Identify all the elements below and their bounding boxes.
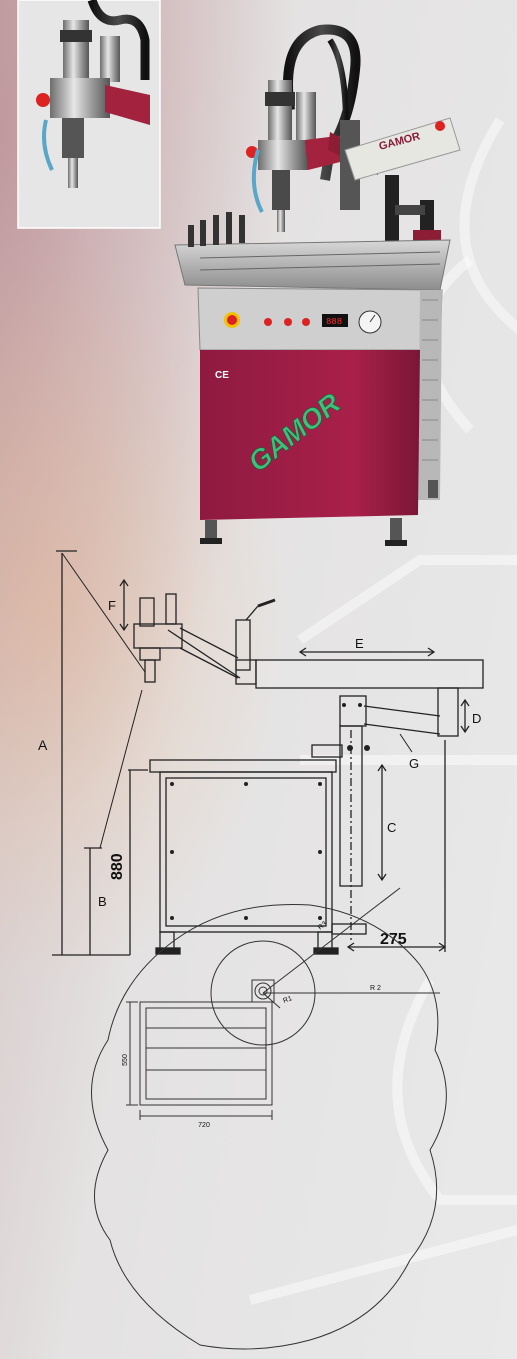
label-720: 720	[198, 1122, 210, 1129]
emergency-stop-icon	[36, 93, 50, 107]
label-g: G	[409, 756, 419, 771]
label-b: B	[98, 894, 107, 909]
inset-photo	[17, 0, 161, 229]
label-r2: R 2	[370, 985, 381, 992]
label-d: D	[472, 711, 481, 726]
side-view-dots	[170, 703, 370, 920]
label-e: E	[355, 636, 364, 651]
dim-880: 880	[109, 853, 126, 880]
ce-mark: CE	[215, 370, 229, 381]
panel-emergency-stop-icon	[227, 315, 237, 325]
machine-photo: GAMOR 888	[174, 24, 461, 546]
label-f: F	[108, 598, 116, 613]
digital-display	[322, 314, 348, 327]
dim-275: 275	[380, 931, 407, 948]
cabinet	[200, 350, 420, 520]
coolant-pipe-icon	[42, 119, 54, 171]
label-r3: R3	[317, 920, 328, 931]
display-readout: 888	[326, 317, 342, 327]
side-view-drawing	[52, 550, 484, 956]
label-a: A	[38, 737, 48, 753]
reach-envelope	[91, 903, 447, 1350]
label-550: 550	[122, 1054, 129, 1066]
top-view-drawing	[91, 887, 447, 1350]
motor-icon	[63, 20, 89, 80]
label-c: C	[387, 820, 396, 835]
label-r1: R1	[282, 995, 293, 1005]
hose-icon	[87, 0, 150, 80]
